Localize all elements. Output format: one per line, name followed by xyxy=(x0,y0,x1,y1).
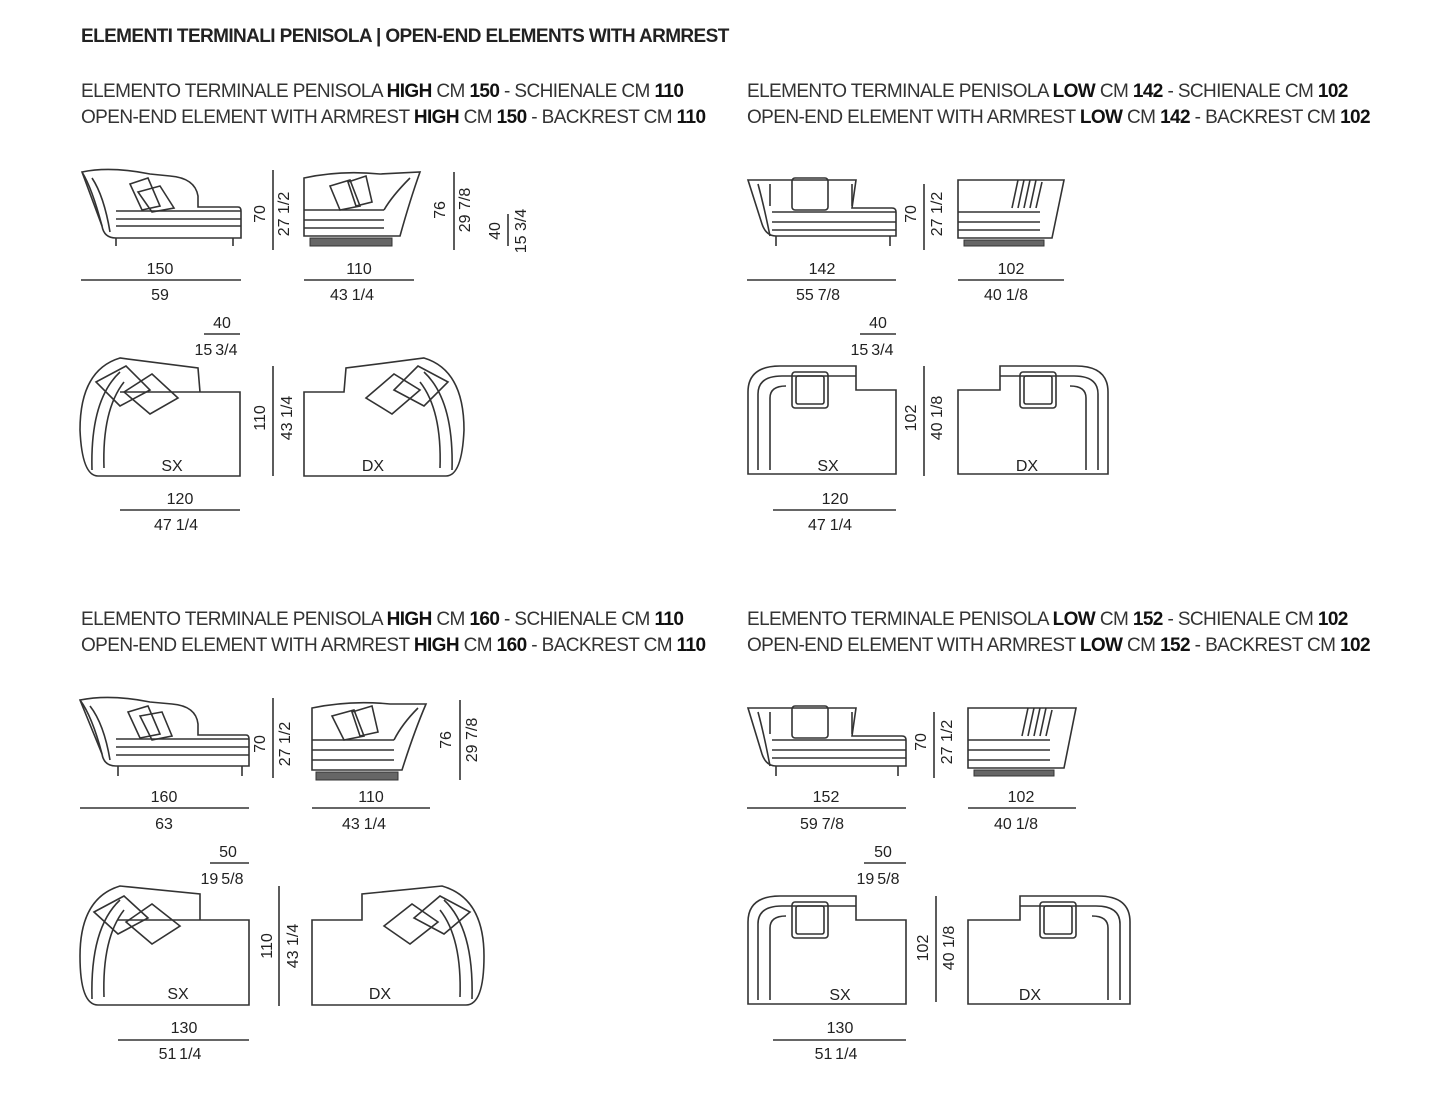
s1-top-view-sx xyxy=(79,357,241,477)
s3-front-view xyxy=(78,696,250,776)
s2-top-view-dx xyxy=(957,365,1109,475)
s3-h-cm: 70 xyxy=(252,735,269,753)
s1-dx-label: DX xyxy=(362,458,385,475)
s4-top-view-sx xyxy=(747,895,907,1005)
section-3-line-en: OPEN-END ELEMENT WITH ARMREST HIGH CM 16… xyxy=(81,635,706,656)
s2-dx-label: DX xyxy=(1016,458,1039,475)
s3-depth-cm: 110 xyxy=(259,933,276,959)
section-1-line-it: ELEMENTO TERMINALE PENISOLA HIGH CM 150 … xyxy=(81,81,684,102)
s2-side-view xyxy=(957,179,1065,247)
s3-arm-cm: 50 xyxy=(219,844,237,861)
s2-front-w-cm: 142 xyxy=(809,261,836,278)
s2-depth-in: 40 1/8 xyxy=(929,396,946,441)
s3-front-w-cm: 160 xyxy=(151,789,178,806)
s1-seat-in: 15 3/4 xyxy=(513,209,530,254)
s4-top-w-cm: 130 xyxy=(827,1020,854,1037)
s4-arm-cm: 50 xyxy=(874,844,892,861)
s3-side-view xyxy=(311,701,428,781)
section-3-line-it: ELEMENTO TERMINALE PENISOLA HIGH CM 160 … xyxy=(81,609,684,630)
s1-h-in: 27 1/2 xyxy=(276,192,293,237)
section-4-header: ELEMENTO TERMINALE PENISOLA LOW CM 152 -… xyxy=(747,607,1371,659)
s1-front-w-cm: 150 xyxy=(147,261,174,278)
s4-depth-cm: 102 xyxy=(915,935,932,962)
s4-front-w-cm: 152 xyxy=(813,789,840,806)
s2-side-w-cm: 102 xyxy=(998,261,1025,278)
s4-h-in: 27 1/2 xyxy=(939,720,956,765)
s3-h2-cm: 76 xyxy=(438,731,455,749)
s1-top-view-dx xyxy=(303,357,465,477)
s1-side-w-cm: 110 xyxy=(346,261,372,278)
section-2-header: ELEMENTO TERMINALE PENISOLA LOW CM 142 -… xyxy=(747,79,1371,131)
s1-front-w-in: 59 xyxy=(151,287,169,304)
s3-top-view-sx xyxy=(79,885,250,1006)
section-1-header: ELEMENTO TERMINALE PENISOLA HIGH CM 150 … xyxy=(81,79,706,131)
s3-depth-in: 43 1/4 xyxy=(285,924,302,969)
s3-top-w-cm: 130 xyxy=(171,1020,198,1037)
s1-arm-cm: 40 xyxy=(213,315,231,332)
s4-dx-label: DX xyxy=(1019,987,1042,1004)
s1-side-view xyxy=(303,171,422,247)
s3-side-w-cm: 110 xyxy=(358,789,384,806)
s2-h-cm: 70 xyxy=(903,205,920,223)
s2-top-w-cm: 120 xyxy=(822,491,849,508)
section-1-line-en: OPEN-END ELEMENT WITH ARMREST HIGH CM 15… xyxy=(81,107,706,128)
s2-arm-cm: 40 xyxy=(869,315,887,332)
s2-top-view-sx xyxy=(747,365,897,475)
s2-depth-cm: 102 xyxy=(903,405,920,432)
s1-h-cm: 70 xyxy=(252,205,269,223)
s2-front-view xyxy=(746,177,897,246)
s3-h-in: 27 1/2 xyxy=(277,722,294,767)
section-4-line-en: OPEN-END ELEMENT WITH ARMREST LOW CM 152… xyxy=(747,635,1371,656)
section-4-line-it: ELEMENTO TERMINALE PENISOLA LOW CM 152 -… xyxy=(747,609,1348,630)
s4-side-view xyxy=(967,707,1077,777)
s1-h2-in: 29 7/8 xyxy=(457,188,474,233)
s1-front-view xyxy=(80,168,242,246)
s1-sx-label: SX xyxy=(161,458,183,475)
section-2-line-en: OPEN-END ELEMENT WITH ARMREST LOW CM 142… xyxy=(747,107,1371,128)
s2-sx-label: SX xyxy=(817,458,839,475)
s4-front-view xyxy=(746,705,907,776)
section-3-header: ELEMENTO TERMINALE PENISOLA HIGH CM 160 … xyxy=(81,607,706,659)
s3-dx-label: DX xyxy=(369,986,392,1003)
s4-sx-label: SX xyxy=(829,987,851,1004)
page-title: ELEMENTI TERMINALI PENISOLA | OPEN-END E… xyxy=(81,26,729,47)
s1-top-w-cm: 120 xyxy=(167,491,194,508)
s1-seat-cm: 40 xyxy=(487,222,504,240)
s3-front-w-in: 63 xyxy=(155,816,173,833)
s4-depth-in: 40 1/8 xyxy=(941,926,958,971)
s1-depth-cm: 110 xyxy=(252,405,269,431)
s4-top-view-dx xyxy=(967,895,1131,1005)
s2-h-in: 27 1/2 xyxy=(929,192,946,237)
s3-top-view-dx xyxy=(311,885,485,1006)
s3-sx-label: SX xyxy=(167,986,189,1003)
s4-side-w-cm: 102 xyxy=(1008,789,1035,806)
s1-depth-in: 43 1/4 xyxy=(279,396,296,441)
s1-h2-cm: 76 xyxy=(432,201,449,219)
s3-h2-in: 29 7/8 xyxy=(464,718,481,763)
s4-h-cm: 70 xyxy=(913,733,930,751)
section-2-line-it: ELEMENTO TERMINALE PENISOLA LOW CM 142 -… xyxy=(747,81,1348,102)
